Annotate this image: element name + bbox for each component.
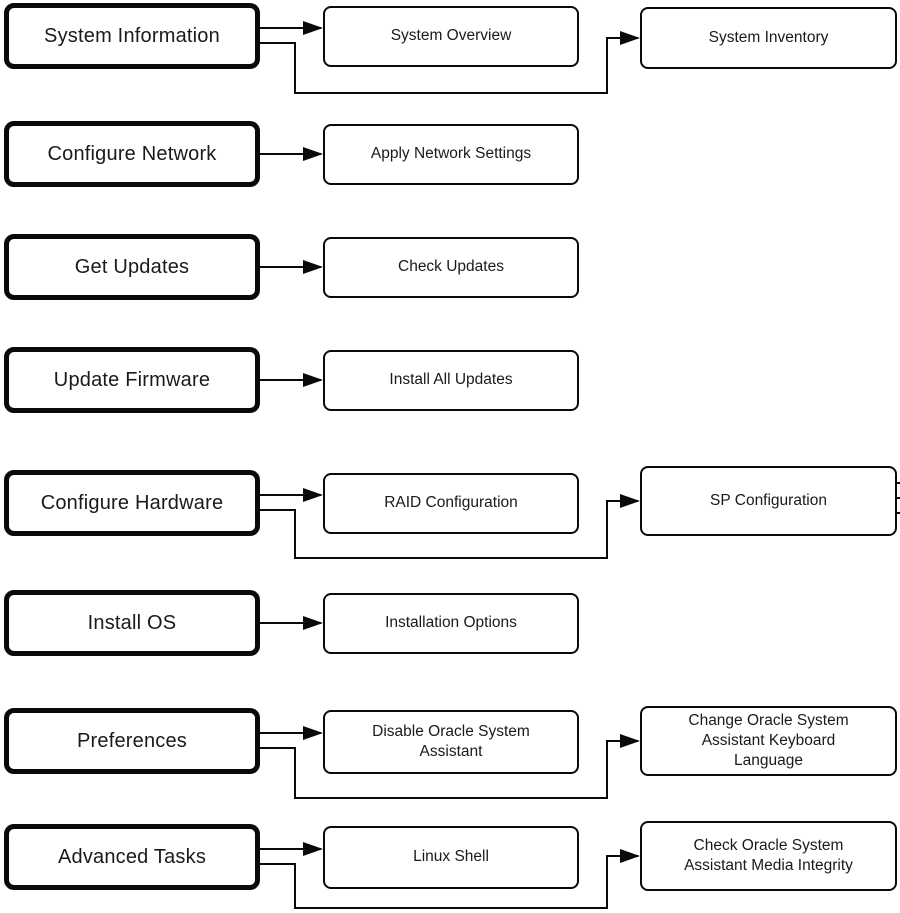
subtask-label: Change Oracle System Assistant Keyboard … [688,711,849,770]
subtask-box-check-media-integrity: Check Oracle System Assistant Media Inte… [640,821,897,891]
subtask-box-system-inventory: System Inventory [640,7,897,69]
subtask-label: Apply Network Settings [370,145,532,163]
subtask-box-disable-oracle-system-assistant: Disable Oracle System Assistant [323,710,579,774]
task-box-install-os: Install OS [4,590,260,656]
subtask-label: System Overview [390,27,512,45]
subtask-label: Installation Options [385,614,517,632]
subtask-box-sp-configuration: SP Configuration [640,466,897,536]
task-label: Configure Network [47,142,217,165]
task-box-configure-hardware: Configure Hardware [4,470,260,536]
task-label: Preferences [76,729,188,752]
task-label: Configure Hardware [40,491,224,514]
subtask-label: RAID Configuration [384,494,518,512]
subtask-label: System Inventory [708,28,829,46]
subtask-box-installation-options: Installation Options [323,593,579,654]
task-box-update-firmware: Update Firmware [4,347,260,413]
task-box-get-updates: Get Updates [4,234,260,300]
task-box-configure-network: Configure Network [4,121,260,187]
task-label: System Information [44,24,220,47]
subtask-box-linux-shell: Linux Shell [323,826,579,889]
subtask-label: Install All Updates [389,371,513,389]
connector-row8-elbow [260,849,640,909]
task-label: Advanced Tasks [57,845,207,868]
subtask-label: Check Updates [398,258,504,276]
connector-row5-elbow [260,494,640,559]
task-label: Get Updates [74,255,190,278]
task-label: Update Firmware [53,368,211,391]
subtask-box-system-overview: System Overview [323,6,579,67]
task-box-system-information: System Information [4,3,260,69]
task-box-preferences: Preferences [4,708,260,774]
subtask-box-raid-configuration: RAID Configuration [323,473,579,534]
subtask-label: Linux Shell [413,848,489,866]
connector-row1-elbow [260,31,640,94]
subtask-label: Check Oracle System Assistant Media Inte… [684,836,853,874]
subtask-box-change-keyboard-language: Change Oracle System Assistant Keyboard … [640,706,897,776]
subtask-box-apply-network-settings: Apply Network Settings [323,124,579,185]
subtask-box-install-all-updates: Install All Updates [323,350,579,411]
subtask-label: Disable Oracle System Assistant [372,722,530,760]
task-label: Install OS [87,611,177,634]
subtask-box-check-updates: Check Updates [323,237,579,298]
subtask-label: SP Configuration [710,491,827,509]
task-box-advanced-tasks: Advanced Tasks [4,824,260,890]
connector-row7-elbow [260,734,640,799]
